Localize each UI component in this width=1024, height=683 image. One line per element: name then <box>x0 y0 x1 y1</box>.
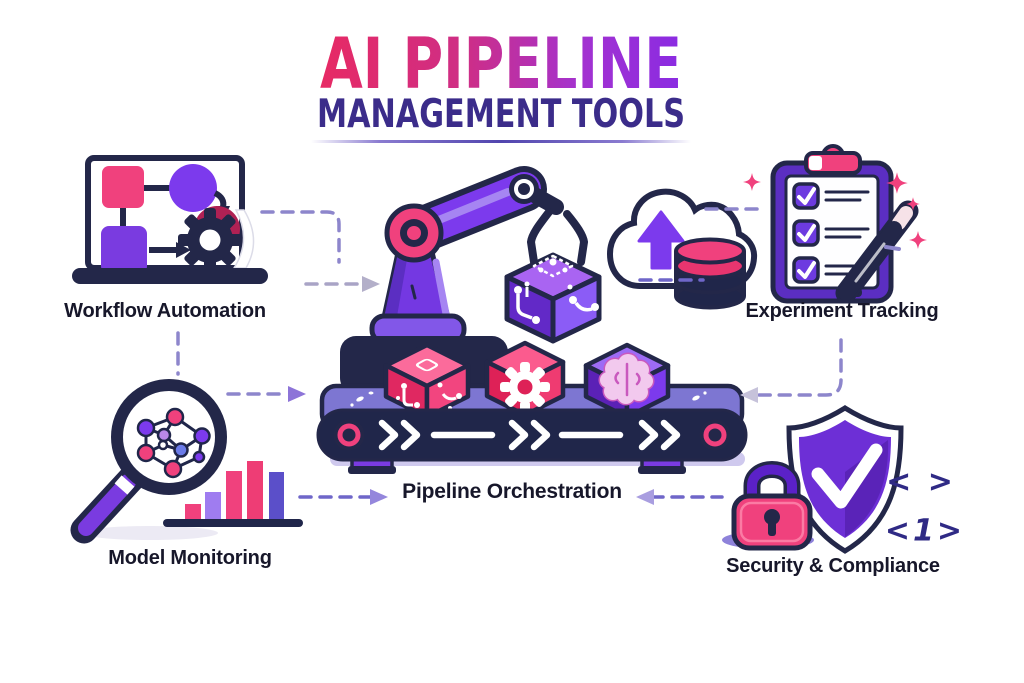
checkmark-icon <box>811 443 883 509</box>
laptop-flowchart-icon <box>72 155 268 284</box>
arrowhead-tracking-to-belt <box>740 387 758 403</box>
label-security-compliance: Security & Compliance <box>726 555 940 577</box>
network-graph-icon <box>136 407 211 479</box>
gear-icon <box>178 206 242 272</box>
belt-rollers <box>333 419 731 451</box>
checklist-rows <box>792 182 870 284</box>
flowchart-pink-node <box>102 166 144 208</box>
arrowhead-into-robot <box>362 276 380 292</box>
padlock-icon <box>722 461 814 551</box>
title-line1: AI PIPELINE <box>320 23 682 105</box>
magnifier-handle <box>70 465 145 544</box>
connector-laptop-to-robot <box>260 210 341 264</box>
gear-glyph <box>500 362 550 412</box>
flowchart <box>101 164 230 274</box>
upload-arrow-icon <box>637 210 685 270</box>
database-icon <box>674 237 746 310</box>
bar-chart-icon <box>163 461 303 527</box>
title-line2: MANAGEMENT TOOLS <box>317 92 685 137</box>
code-brackets-text: < > <box>886 464 956 500</box>
clipboard-checklist-icon <box>743 144 927 304</box>
sparkle-icons <box>743 172 927 249</box>
conveyor-belt <box>316 340 748 474</box>
title-underline <box>311 140 691 143</box>
cloud-upload-icon <box>606 188 758 310</box>
belt-band <box>316 408 748 462</box>
platform-speckles <box>350 391 707 407</box>
flowchart-purple-node <box>101 226 147 274</box>
code-one-text: <1> <box>884 513 966 549</box>
robot-gripper <box>509 174 589 266</box>
magnifier-network-icon <box>70 379 227 544</box>
cube-circuit <box>383 342 471 420</box>
belt-chevrons <box>378 419 681 451</box>
pen-icon <box>835 200 919 304</box>
cube-brain <box>583 342 671 420</box>
label-pipeline-orchestration: Pipeline Orchestration <box>402 480 622 503</box>
laptop-base <box>72 268 268 284</box>
robot-arm-icon <box>340 166 602 394</box>
arrowhead-magnifier-to-belt <box>288 386 306 402</box>
title-block: AI PIPELINE MANAGEMENT TOOLS <box>317 23 685 137</box>
brain-glyph <box>598 352 655 406</box>
connector-tracking-to-belt <box>756 338 843 397</box>
arrowhead-security-to-label <box>636 489 654 505</box>
flowchart-circle-node <box>169 164 217 212</box>
arrowhead-barchart-to-label <box>370 489 388 505</box>
cube-gear <box>484 340 566 418</box>
label-model-monitoring: Model Monitoring <box>108 547 272 569</box>
shield-check-icon <box>786 405 904 554</box>
label-workflow-automation: Workflow Automation <box>64 300 266 322</box>
connectors <box>176 207 843 505</box>
label-experiment-tracking: Experiment Tracking <box>745 300 939 322</box>
floating-cube-circuit <box>504 252 602 344</box>
